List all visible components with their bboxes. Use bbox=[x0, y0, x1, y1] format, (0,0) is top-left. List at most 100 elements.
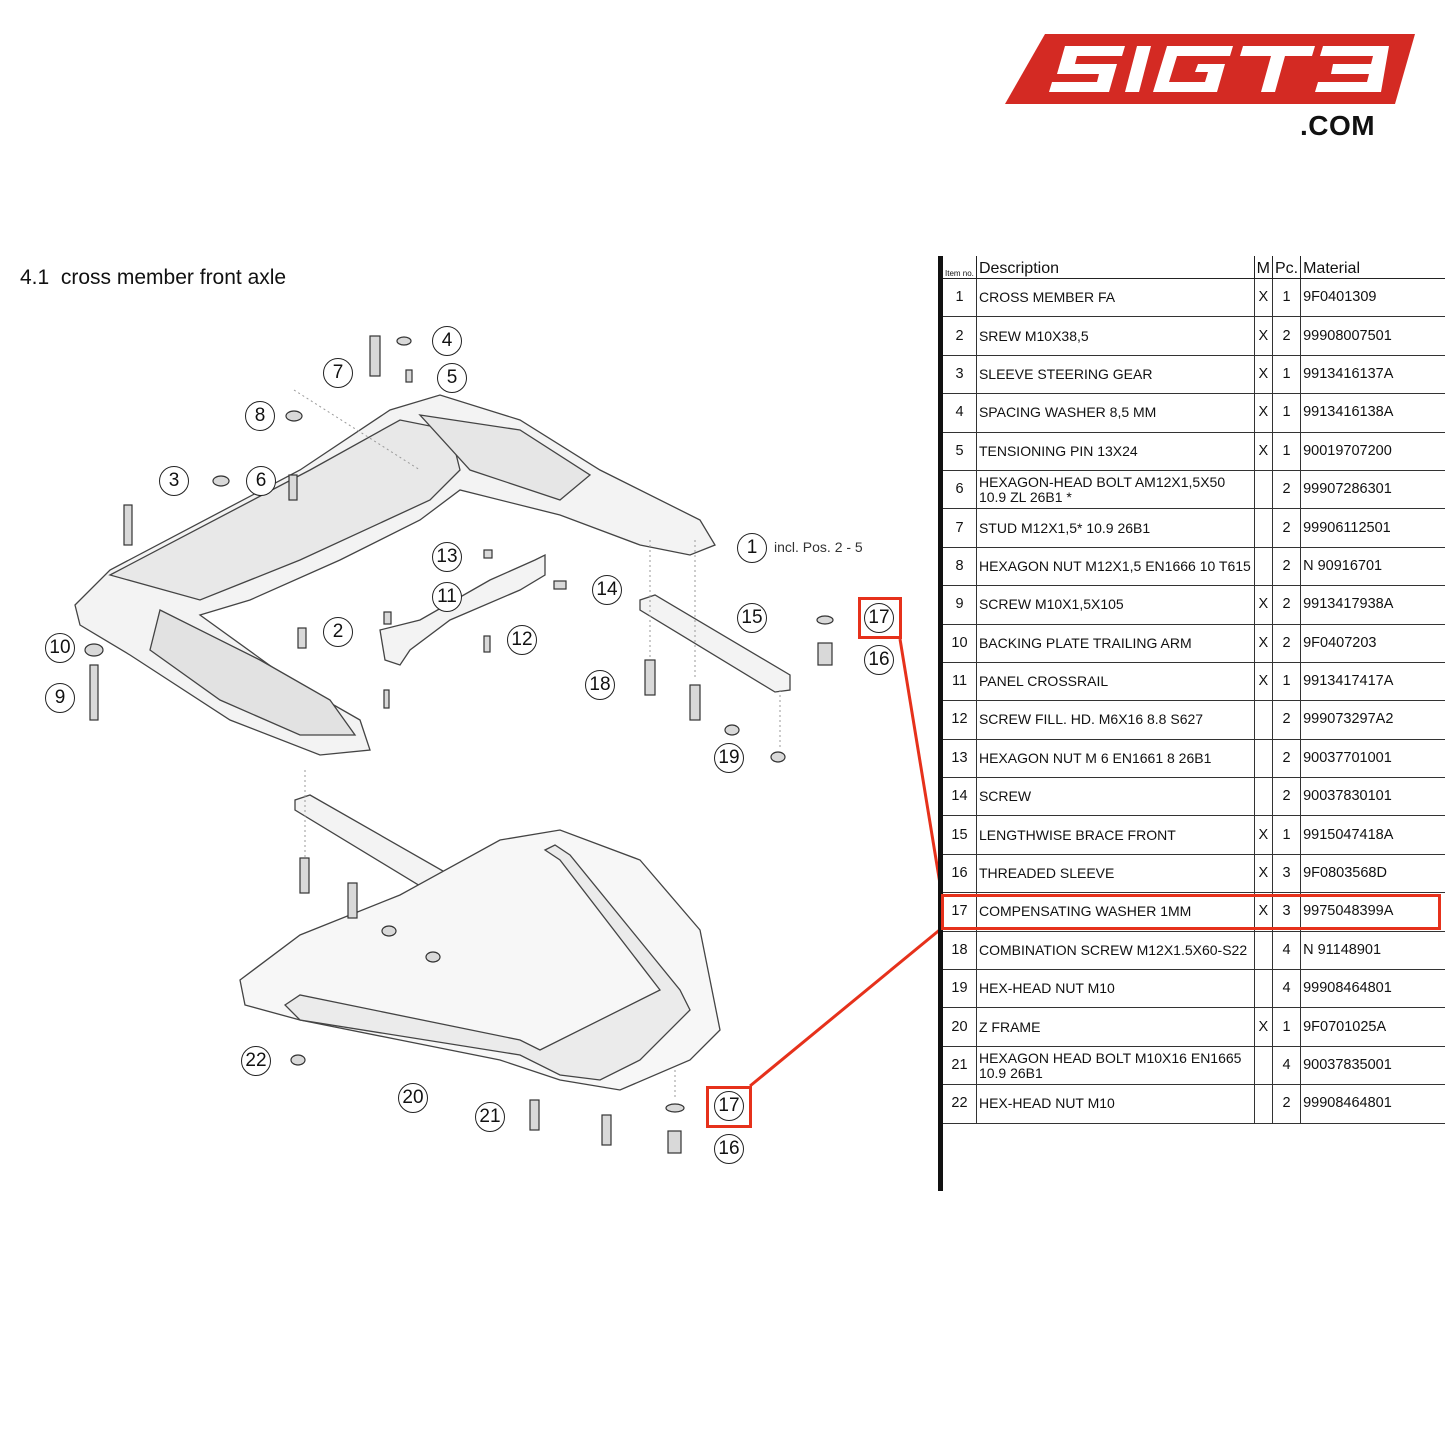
cell-item-no: 6 bbox=[943, 470, 977, 510]
cell-item-no: 11 bbox=[943, 662, 977, 702]
cell-material: N 90916701 bbox=[1300, 547, 1445, 587]
cell-item-no: 12 bbox=[943, 700, 977, 740]
cell-item-no: 14 bbox=[943, 777, 977, 817]
cell-pc: 4 bbox=[1272, 969, 1302, 1009]
lower-brace-shape bbox=[294, 794, 451, 893]
callout-5: 5 bbox=[437, 363, 467, 393]
cell-material: N 91148901 bbox=[1300, 931, 1445, 971]
cell-item-no: 2 bbox=[943, 316, 977, 356]
cell-pc: 2 bbox=[1272, 1084, 1302, 1124]
cell-item-no: 19 bbox=[943, 969, 977, 1009]
cell-material: 99908464801 bbox=[1300, 1084, 1445, 1124]
z-frame-shape bbox=[283, 844, 691, 1081]
exploded-parts-diagram bbox=[74, 335, 834, 1154]
callout-1: 1 bbox=[737, 533, 767, 563]
cell-pc: 2 bbox=[1272, 547, 1302, 587]
callout-16: 16 bbox=[864, 645, 894, 675]
cell-material: 99906112501 bbox=[1300, 508, 1445, 548]
callout-8: 8 bbox=[245, 401, 275, 431]
cell-description: STUD M12X1,5* 10.9 26B1 bbox=[976, 508, 1255, 548]
callout-17-highlight-upper bbox=[858, 597, 902, 639]
cell-description: HEX-HEAD NUT M10 bbox=[976, 969, 1255, 1009]
cell-material: 90037835001 bbox=[1300, 1046, 1445, 1086]
cell-m bbox=[1254, 700, 1273, 740]
cell-description: HEX-HEAD NUT M10 bbox=[976, 1084, 1255, 1124]
callout-17-highlight-lower bbox=[706, 1086, 752, 1128]
cell-material: 9913416138A bbox=[1300, 393, 1445, 433]
cell-pc: 1 bbox=[1272, 1007, 1302, 1047]
section-number: 4.1 bbox=[20, 266, 50, 289]
cell-item-no: 16 bbox=[943, 854, 977, 894]
cell-m: X bbox=[1254, 432, 1273, 471]
cell-description: HEXAGON HEAD BOLT M10X16 EN1665 10.9 26B… bbox=[976, 1046, 1255, 1086]
cell-material: 90019707200 bbox=[1300, 432, 1445, 471]
callout-4: 4 bbox=[432, 326, 462, 356]
callout-6: 6 bbox=[246, 466, 276, 496]
cell-description: SLEEVE STEERING GEAR bbox=[976, 355, 1255, 395]
cell-item-no: 1 bbox=[943, 278, 977, 318]
cell-m bbox=[1254, 470, 1273, 510]
cell-pc: 1 bbox=[1272, 432, 1302, 471]
callout-11: 11 bbox=[432, 582, 462, 612]
cell-pc: 2 bbox=[1272, 624, 1302, 663]
brand-domain: .COM bbox=[1300, 110, 1376, 141]
brand-logo[interactable] bbox=[1005, 34, 1415, 144]
callout-18: 18 bbox=[585, 670, 615, 700]
cell-m: X bbox=[1254, 393, 1273, 433]
cell-item-no: 15 bbox=[943, 815, 977, 855]
panel-crossrail-shape bbox=[379, 553, 546, 666]
cell-pc: 4 bbox=[1272, 1046, 1302, 1086]
cell-pc: 1 bbox=[1272, 662, 1302, 702]
cell-m bbox=[1254, 931, 1273, 971]
cell-m bbox=[1254, 777, 1273, 817]
cell-pc: 1 bbox=[1272, 815, 1302, 855]
callout-2: 2 bbox=[323, 617, 353, 647]
cell-m bbox=[1254, 969, 1273, 1009]
cell-description: PANEL CROSSRAIL bbox=[976, 662, 1255, 702]
cell-m: X bbox=[1254, 624, 1273, 663]
cell-item-no: 13 bbox=[943, 739, 977, 779]
cell-description: Z FRAME bbox=[976, 1007, 1255, 1047]
cell-m bbox=[1254, 739, 1273, 779]
cell-pc: 2 bbox=[1272, 700, 1302, 740]
cell-material: 99907286301 bbox=[1300, 470, 1445, 510]
cell-material: 9913416137A bbox=[1300, 355, 1445, 395]
row-17-highlight bbox=[941, 894, 1441, 930]
callout-9: 9 bbox=[45, 683, 75, 713]
cell-material: 90037830101 bbox=[1300, 777, 1445, 817]
cell-pc: 1 bbox=[1272, 393, 1302, 433]
section-name: cross member front axle bbox=[60, 266, 287, 289]
callout-17: 17 bbox=[864, 603, 894, 633]
cell-item-no: 22 bbox=[943, 1084, 977, 1124]
cell-description: HEXAGON NUT M12X1,5 EN1666 10 T615 bbox=[976, 547, 1255, 587]
header-description: Description bbox=[976, 256, 1255, 279]
cell-description: HEXAGON-HEAD BOLT AM12X1,5X50 10.9 ZL 26… bbox=[976, 470, 1255, 510]
cell-m: X bbox=[1254, 662, 1273, 702]
cell-pc: 2 bbox=[1272, 777, 1302, 817]
cell-material: 9975048399A bbox=[1300, 892, 1445, 932]
